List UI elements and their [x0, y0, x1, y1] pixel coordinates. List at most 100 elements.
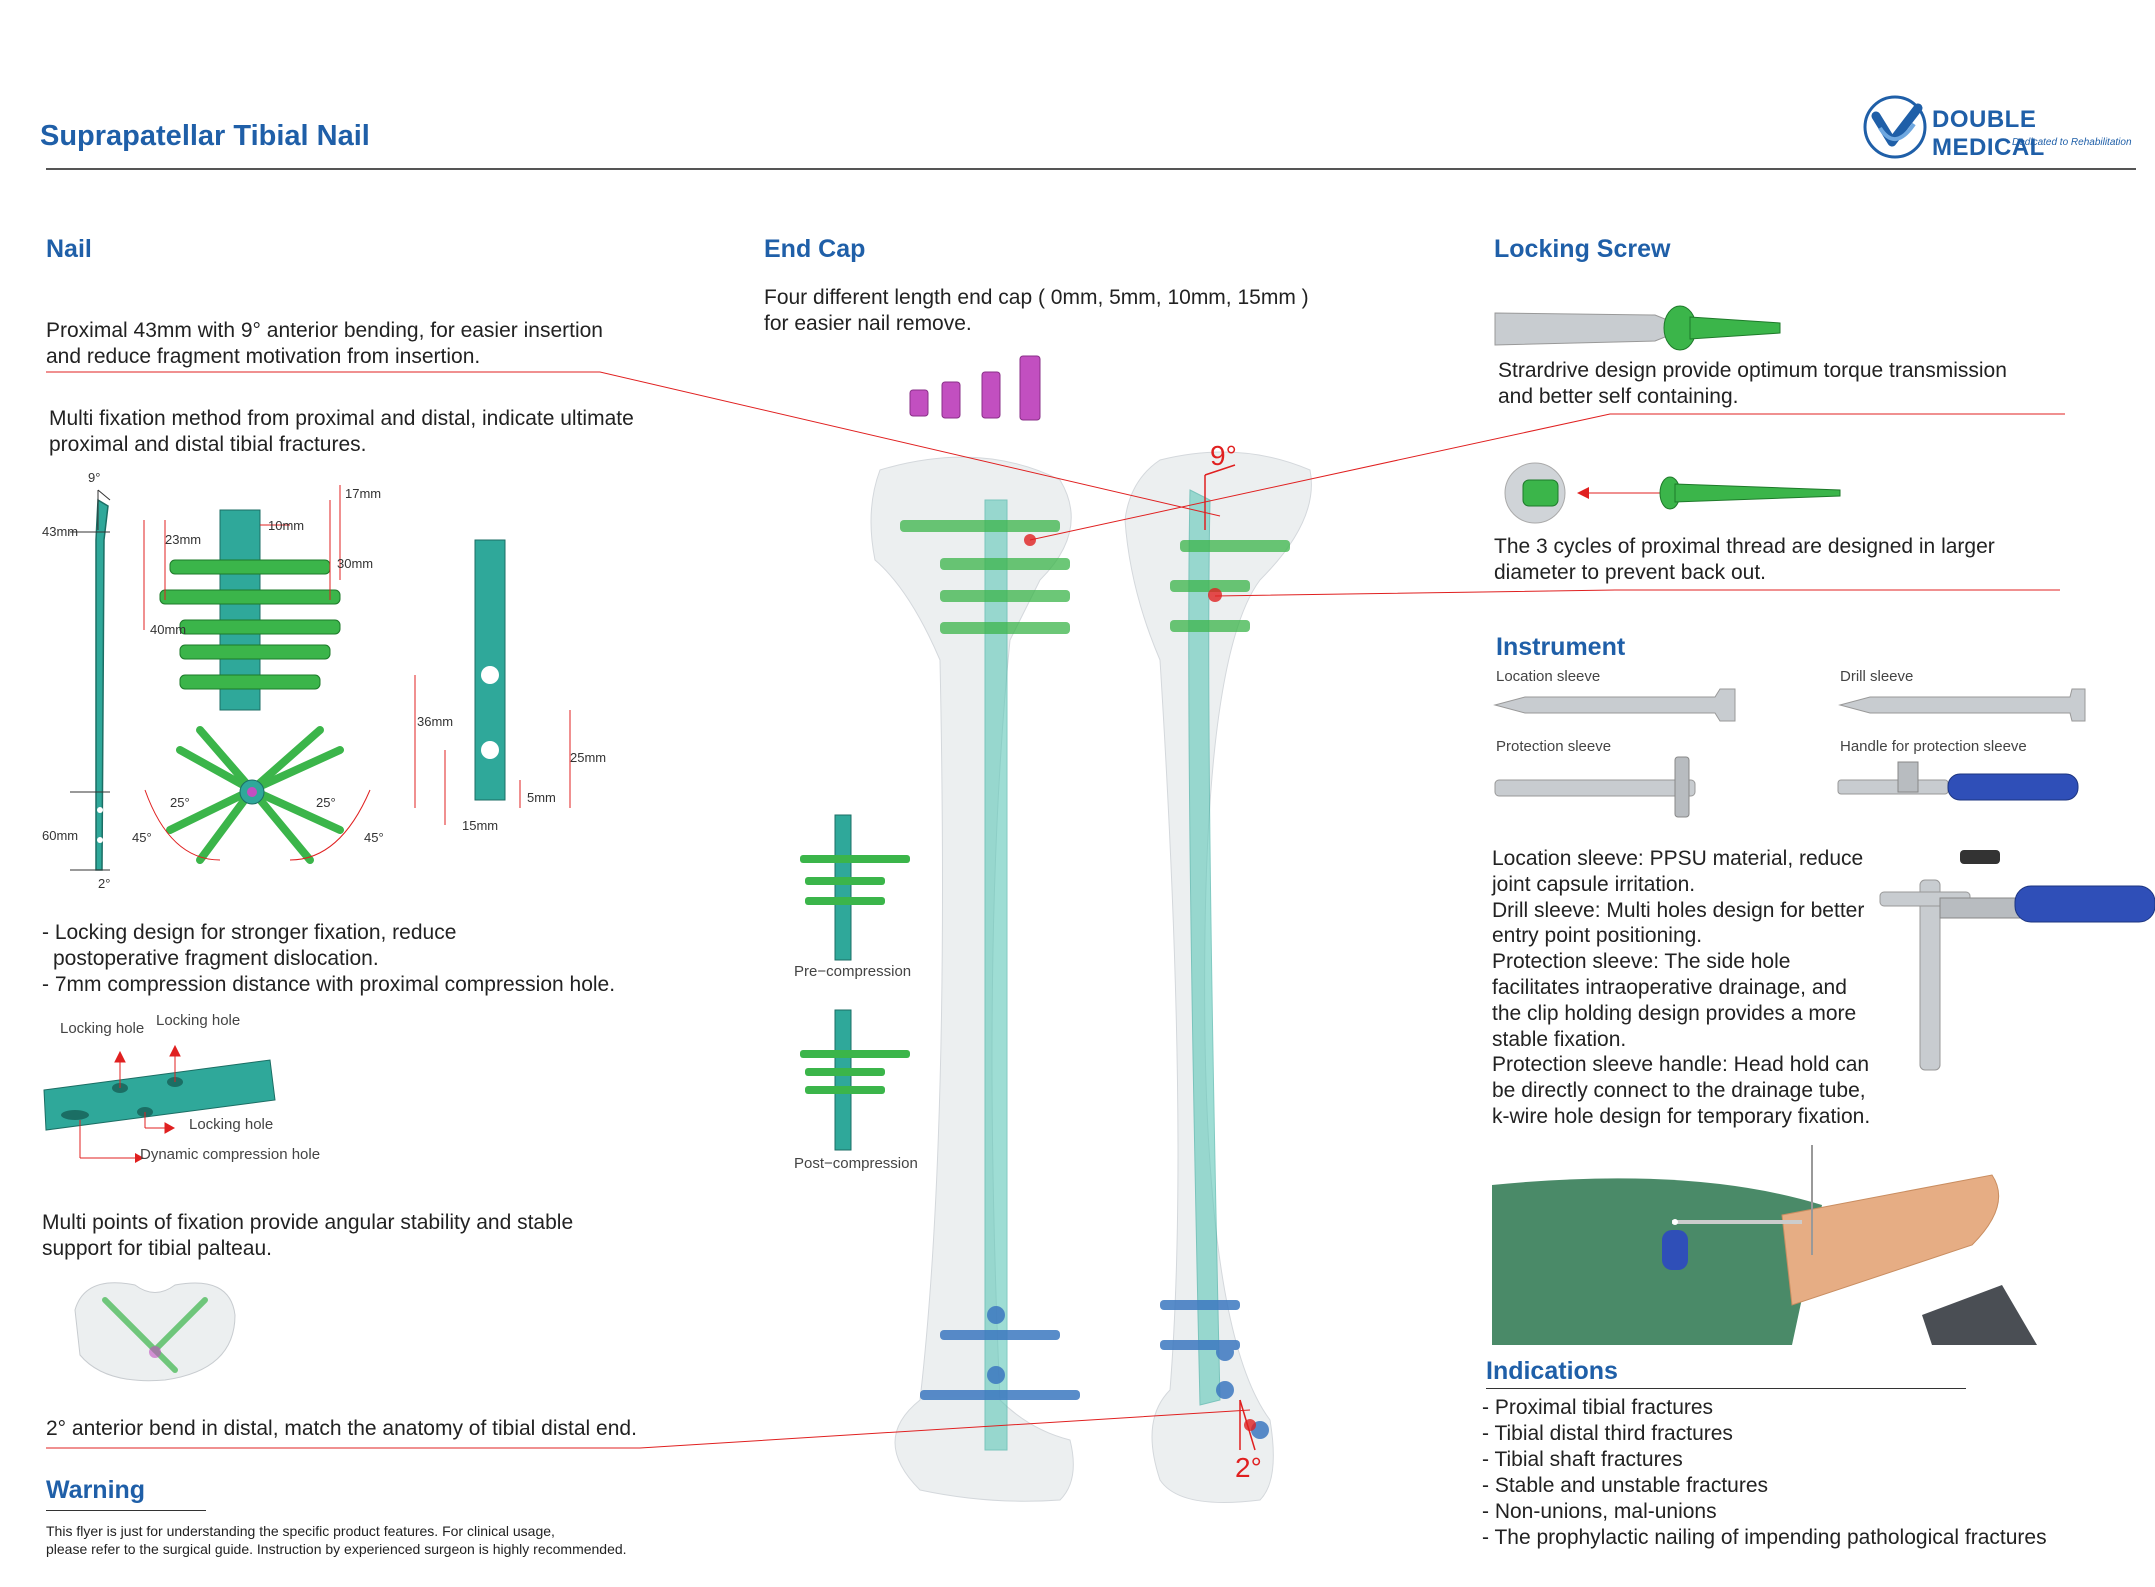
- text-line: diameter to prevent back out.: [1494, 561, 1766, 584]
- text-line: entry point positioning.: [1492, 924, 1703, 948]
- logo-mark-icon: [1863, 95, 1927, 159]
- locking-hole-diagram: [43, 1044, 276, 1163]
- dim-9deg: 9°: [88, 470, 101, 485]
- warning-underline: [46, 1510, 206, 1511]
- nail-bullets: - Locking design for stronger fixation, …: [42, 920, 615, 998]
- dim-25deg-left: 25°: [170, 795, 190, 810]
- text-line: be directly connect to the drainage tube…: [1492, 1079, 1866, 1103]
- locking-screw-text-thread: The 3 cycles of proximal thread are desi…: [1494, 534, 1995, 586]
- nail-heading: Nail: [46, 235, 92, 263]
- text-line: please refer to the surgical guide. Inst…: [46, 1541, 627, 1557]
- nail-text-distal-bend: 2° anterior bend in distal, match the an…: [46, 1417, 637, 1440]
- text-line: the clip holding design provides a more: [1492, 1001, 1857, 1025]
- pre-compression-image: [800, 814, 910, 961]
- dim-17mm: 17mm: [345, 486, 382, 501]
- distal-nail-diagram: [414, 539, 571, 825]
- dim-60mm: 60mm: [42, 828, 79, 843]
- post-compression-image: [800, 1009, 910, 1151]
- header-divider: [46, 168, 2136, 170]
- indication-item: - Tibial shaft fractures: [1482, 1448, 1683, 1471]
- text-line: k-wire hole design for temporary fixatio…: [1492, 1104, 1871, 1128]
- dim-45deg-right: 45°: [364, 830, 384, 845]
- dim-40mm: 40mm: [150, 622, 187, 637]
- text-line: Proximal 43mm with 9° anterior bending, …: [46, 319, 603, 342]
- page-title: Suprapatellar Tibial Nail: [40, 120, 370, 152]
- dim-5mm: 5mm: [527, 790, 556, 805]
- dim-45deg-left: 45°: [132, 830, 152, 845]
- pre-compression-label: Pre−compression: [794, 963, 912, 980]
- end-caps-image: [909, 355, 1041, 421]
- indication-item: - Tibial distal third fractures: [1482, 1422, 1733, 1445]
- text-line: Location sleeve: PPSU material, reduce: [1492, 847, 1864, 870]
- brand-tagline: Dedicated to Rehabilitation: [2012, 137, 2132, 148]
- surgical-positioning-image: [1492, 1145, 2042, 1345]
- drill-sleeve-label: Drill sleeve: [1840, 668, 1914, 685]
- text-line: proximal and distal tibial fractures.: [49, 433, 367, 456]
- text-line: This flyer is just for understanding the…: [46, 1523, 555, 1539]
- indication-item: - Stable and unstable fractures: [1482, 1474, 1769, 1497]
- angle-2deg-label: 2°: [1235, 1452, 1262, 1483]
- locking-hole-label-2: Locking hole: [156, 1012, 241, 1029]
- text-line: Four different length end cap ( 0mm, 5mm…: [764, 286, 1309, 309]
- locking-screw-thread-image: [1504, 462, 1841, 524]
- locking-hole-label-3: Locking hole: [189, 1116, 274, 1133]
- screw-angles-diagram: [144, 726, 371, 864]
- protection-sleeve-image: [1494, 756, 1696, 818]
- indications-underline: [1486, 1388, 1966, 1389]
- warning-heading: Warning: [46, 1476, 146, 1504]
- dim-36mm: 36mm: [417, 714, 454, 729]
- text-line: Multi points of fixation provide angular…: [42, 1211, 574, 1234]
- locking-screw-text-stardrive: Strardrive design provide optimum torque…: [1498, 358, 2007, 410]
- brand-name: DOUBLE MEDICAL: [1932, 106, 2045, 161]
- text-line: and reduce fragment motivation from inse…: [46, 345, 481, 368]
- indications-heading: Indications: [1486, 1357, 1618, 1385]
- dim-2deg: 2°: [98, 876, 111, 891]
- dim-30mm: 30mm: [337, 556, 374, 571]
- text-line: The 3 cycles of proximal thread are desi…: [1494, 535, 1995, 558]
- indication-item: - Non-unions, mal-unions: [1482, 1500, 1717, 1523]
- indication-item: - Proximal tibial fractures: [1482, 1396, 1714, 1419]
- locking-screw-heading: Locking Screw: [1494, 235, 1671, 263]
- end-cap-heading: End Cap: [764, 235, 866, 263]
- dynamic-compression-hole-label: Dynamic compression hole: [140, 1146, 321, 1163]
- protection-sleeve-handle-image: [1837, 761, 2079, 801]
- text-line: stable fixation.: [1492, 1027, 1627, 1051]
- nail-side-profile-diagram: [70, 489, 111, 871]
- text-line: joint capsule irritation.: [1492, 872, 1696, 896]
- brand-logo: DOUBLE MEDICAL Dedicated to Rehabilitati…: [1862, 94, 2137, 164]
- post-compression-label: Post−compression: [794, 1155, 918, 1172]
- assembled-instrument-image: [1879, 850, 2155, 1071]
- location-sleeve-image: [1493, 688, 1736, 722]
- text-line: facilitates intraoperative drainage, and: [1492, 975, 1847, 999]
- indication-item: - The prophylactic nailing of impending …: [1482, 1526, 2047, 1549]
- dim-43mm: 43mm: [42, 524, 79, 539]
- nail-text-fixation: Multi fixation method from proximal and …: [49, 406, 634, 458]
- instrument-heading: Instrument: [1496, 633, 1626, 661]
- dim-25mm: 25mm: [570, 750, 607, 765]
- text-line: Strardrive design provide optimum torque…: [1498, 359, 2007, 382]
- tibial-plateau-image: [74, 1282, 236, 1382]
- text-line: Protection sleeve handle: Head hold can: [1492, 1053, 1870, 1077]
- text-line: for easier nail remove.: [764, 312, 972, 335]
- bullet-line: - 7mm compression distance with proximal…: [42, 973, 616, 996]
- star-driver-image: [1494, 305, 1781, 351]
- protection-sleeve-label: Protection sleeve: [1496, 738, 1612, 755]
- dim-23mm: 23mm: [165, 532, 202, 547]
- instrument-description: Location sleeve: PPSU material, reduce j…: [1492, 846, 1870, 1130]
- proximal-screws-diagram: [143, 485, 341, 711]
- bullet-line: - Locking design for stronger fixation, …: [42, 921, 457, 944]
- text-line: Drill sleeve: Multi holes design for bet…: [1492, 898, 1865, 922]
- dim-25deg-right: 25°: [316, 795, 336, 810]
- text-line: support for tibial palteau.: [42, 1237, 272, 1260]
- dim-10mm: 10mm: [268, 518, 305, 533]
- angle-9deg-label: 9°: [1210, 440, 1237, 471]
- indications-list: - Proximal tibial fractures - Tibial dis…: [1482, 1395, 2047, 1551]
- bullet-line: postoperative fragment dislocation.: [53, 947, 379, 970]
- handle-label: Handle for protection sleeve: [1840, 738, 2027, 755]
- tibia-nail-render: [870, 451, 1312, 1503]
- end-cap-text: Four different length end cap ( 0mm, 5mm…: [764, 285, 1309, 337]
- text-line: and better self containing.: [1498, 385, 1739, 408]
- text-line: Multi fixation method from proximal and …: [49, 407, 634, 430]
- text-line: Protection sleeve: The side hole: [1492, 950, 1791, 974]
